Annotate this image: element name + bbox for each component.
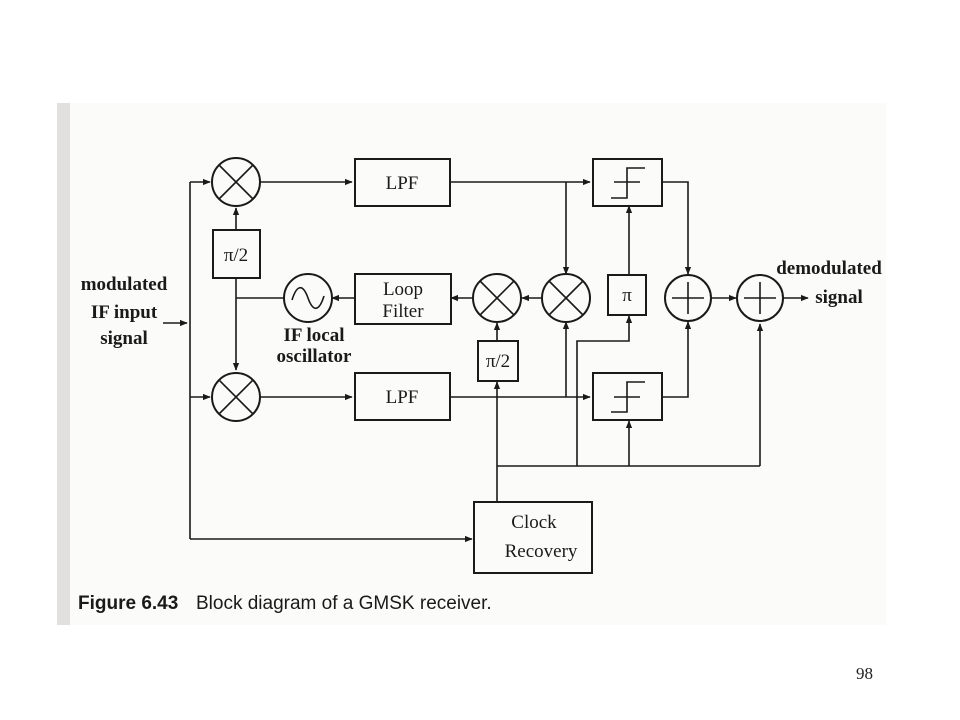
oscillator-icon	[283, 273, 333, 323]
clock-recovery-label-1: Clock	[511, 512, 557, 533]
output-label-1: demodulated	[776, 258, 882, 279]
signal-wires	[163, 178, 809, 543]
figure-number: Figure 6.43	[78, 593, 178, 614]
mixer-loop	[472, 273, 522, 323]
clock-recovery-box	[473, 501, 593, 574]
loop-filter-box	[354, 273, 452, 325]
input-label-2: IF input	[91, 302, 158, 323]
pi-box	[607, 274, 647, 316]
mixer-bottom	[211, 372, 261, 422]
lpf-top-box	[354, 158, 451, 207]
adder-first	[664, 274, 712, 322]
output-label-2: signal	[815, 287, 863, 308]
slicer-bottom	[592, 372, 663, 421]
phase-shift-left-label: π/2	[224, 245, 248, 266]
book-gutter	[57, 103, 71, 625]
lpf-bottom-label: LPF	[386, 387, 419, 408]
slicer-top	[592, 158, 663, 207]
oscillator-label-1: IF local	[283, 325, 344, 346]
loop-filter-label-1: Loop	[383, 279, 423, 300]
loop-filter-label-2: Filter	[382, 301, 424, 322]
lpf-bottom-box	[354, 372, 451, 421]
phase-shift-mid-box	[477, 340, 519, 382]
mixer-top	[211, 157, 261, 207]
figure-caption: Block diagram of a GMSK receiver.	[196, 593, 492, 614]
clock-recovery-label-2: Recovery	[505, 541, 578, 562]
mixer-phase	[541, 273, 591, 323]
phase-shift-mid-label: π/2	[486, 351, 510, 372]
pi-label: π	[622, 285, 632, 306]
input-label-1: modulated	[81, 274, 168, 295]
page-number: 98	[856, 664, 873, 683]
oscillator-label-2: oscillator	[277, 346, 352, 367]
input-label-3: signal	[100, 328, 148, 349]
lpf-top-label: LPF	[386, 173, 419, 194]
phase-shift-left-box	[212, 229, 261, 279]
adder-second	[736, 274, 784, 322]
